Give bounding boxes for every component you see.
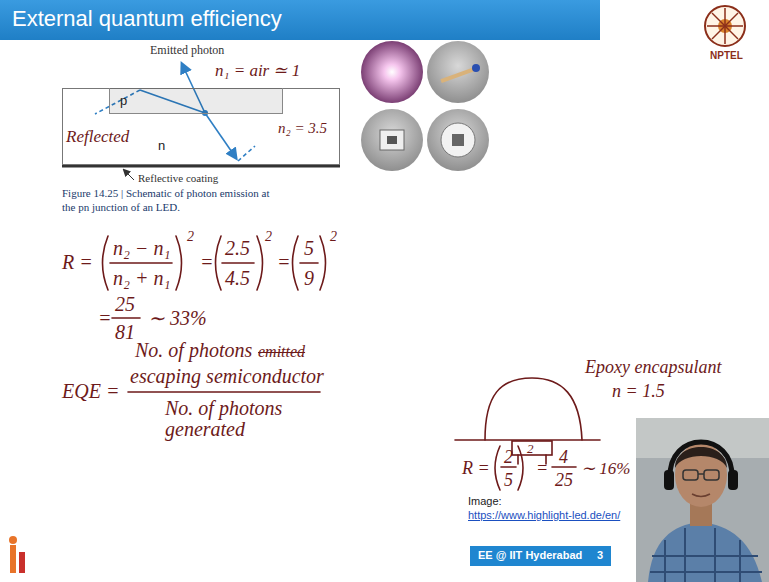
annotation: n = 1.5	[612, 382, 665, 400]
node-text: 3	[597, 550, 603, 561]
led-photo	[361, 109, 423, 171]
led-photo	[427, 41, 489, 103]
annotation: n₂ = 3.5	[278, 121, 327, 136]
annotation: 5	[504, 471, 513, 489]
annotation: Emitted photon	[150, 44, 224, 57]
annotation: =	[200, 252, 214, 272]
annotation: No. of photons generated	[165, 398, 295, 440]
p-region: p	[109, 88, 283, 114]
annotation: R =	[462, 459, 490, 477]
annotation: Image:	[468, 495, 502, 507]
node-text: p	[120, 94, 127, 107]
annotation: 4	[559, 448, 568, 466]
annotation: 4.5	[225, 268, 250, 288]
annotation: NPTEL	[710, 50, 743, 61]
figure-caption: Figure 14.25 | Schematic of photon emiss…	[62, 186, 272, 215]
footer-band: EE @ IIT Hyderabad 3	[470, 546, 611, 566]
annotation: Reflective coating	[138, 172, 218, 184]
reflected-ray	[238, 146, 255, 161]
annotation: 2	[187, 230, 194, 244]
annotation: escaping semiconductor	[130, 366, 324, 386]
annotation: =	[536, 459, 548, 477]
annotation: 81	[115, 322, 135, 342]
annotation: 2	[330, 230, 337, 244]
led-photo	[452, 134, 464, 146]
annotation: ∼ 16%	[581, 460, 630, 477]
annotation: 2	[504, 448, 513, 466]
leader-line	[124, 170, 134, 180]
nptel-logo	[705, 6, 745, 46]
led-photo	[427, 109, 489, 171]
annotation: https://www.highlight-led.de/en/	[468, 509, 620, 521]
annotation: 9	[304, 268, 314, 288]
annotation: n₂ − n₁	[113, 238, 170, 258]
title-bar: External quantum efficiency	[0, 0, 600, 40]
annotation: =	[98, 308, 112, 328]
slide-title: External quantum efficiency	[12, 6, 282, 32]
annotation: ∼ 33%	[148, 308, 207, 328]
presenter-video	[636, 418, 769, 582]
annotation: n₁ = air ≃ 1	[215, 62, 300, 79]
annotation: emitted	[258, 344, 305, 360]
annotation: EQE =	[62, 381, 119, 401]
annotation: Reflected	[66, 128, 129, 145]
annotation: 2.5	[225, 238, 250, 258]
led-photo	[361, 41, 423, 103]
annotation: R =	[62, 252, 93, 272]
annotation: Epoxy encapsulant	[585, 358, 721, 376]
led-photo	[380, 130, 404, 150]
led-photo	[387, 136, 397, 144]
annotation: 2	[527, 442, 534, 455]
node-text: EE @ IIT Hyderabad	[478, 550, 582, 561]
annotation: 25	[555, 471, 573, 489]
node-text: n	[158, 139, 165, 152]
institute-logo	[9, 536, 25, 573]
led-photo	[441, 123, 475, 157]
led-photo	[472, 64, 480, 72]
photon-ray	[205, 113, 236, 158]
annotation: n₂ + n₁	[113, 268, 170, 288]
annotation: 5	[304, 238, 314, 258]
annotation: 25	[115, 294, 135, 314]
annotation: No. of photons	[135, 340, 252, 360]
annotation: =	[277, 252, 291, 272]
annotation: 2	[265, 230, 272, 244]
handwriting	[103, 236, 601, 490]
led-photo	[440, 68, 473, 83]
